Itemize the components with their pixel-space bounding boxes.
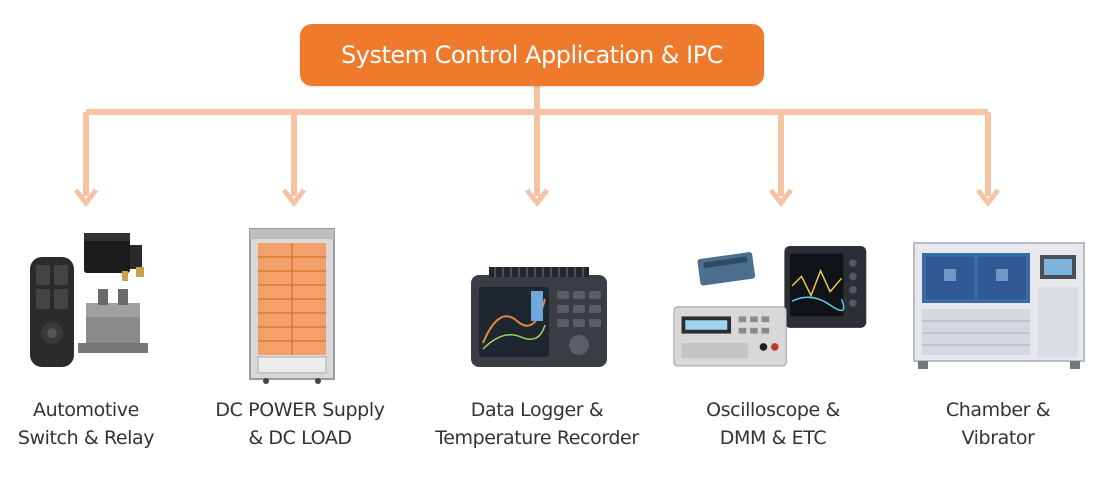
switch-relay-icon: [30, 233, 148, 367]
label-data-logger: Data Logger & Temperature Recorder: [427, 396, 647, 452]
label-line-2: Switch & Relay: [17, 427, 155, 449]
label-line-1: Data Logger &: [470, 399, 604, 421]
label-line-2: & DC LOAD: [248, 427, 352, 449]
system-control-header: System Control Application & IPC: [300, 24, 764, 86]
label-line-1: Oscilloscope &: [706, 399, 840, 421]
label-line-2: Vibrator: [961, 427, 1035, 449]
oscilloscope-dmm-icon: [673, 245, 867, 367]
label-line-2: Temperature Recorder: [435, 427, 639, 449]
label-dc-power: DC POWER Supply & DC LOAD: [190, 396, 410, 452]
label-line-1: DC POWER Supply: [215, 399, 385, 421]
label-oscilloscope: Oscilloscope & DMM & ETC: [663, 396, 883, 452]
label-line-1: Automotive: [33, 399, 139, 421]
data-logger-icon: [471, 267, 607, 367]
label-line-2: DMM & ETC: [719, 427, 827, 449]
label-switch-relay: Automotive Switch & Relay: [0, 396, 196, 452]
chamber-icon: [913, 242, 1085, 369]
label-chamber: Chamber & Vibrator: [888, 396, 1094, 452]
label-line-1: Chamber &: [945, 399, 1051, 421]
power-rack-icon: [249, 228, 335, 384]
